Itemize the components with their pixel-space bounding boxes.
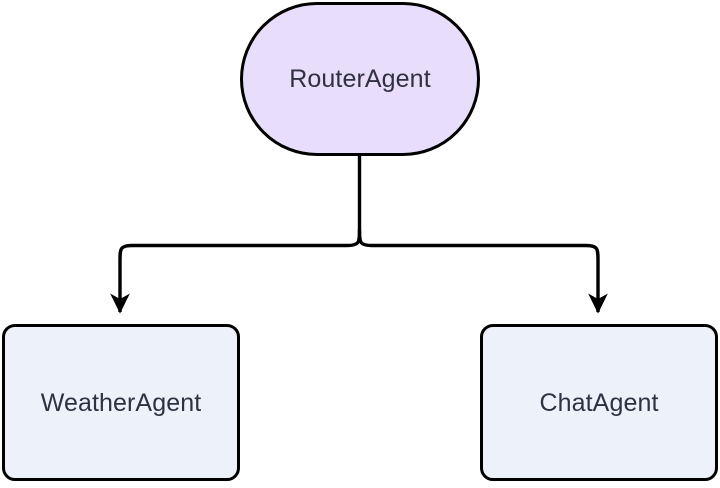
node-router-agent[interactable]: RouterAgent: [240, 2, 480, 156]
node-chat-agent[interactable]: ChatAgent: [480, 324, 718, 481]
node-weather-agent[interactable]: WeatherAgent: [2, 324, 240, 481]
edge-router-to-chat: [357, 229, 608, 314]
node-chat-agent-label: ChatAgent: [539, 388, 659, 417]
edge-router-to-weather: [110, 229, 362, 314]
node-router-agent-label: RouterAgent: [289, 65, 431, 93]
node-weather-agent-label: WeatherAgent: [40, 388, 202, 417]
